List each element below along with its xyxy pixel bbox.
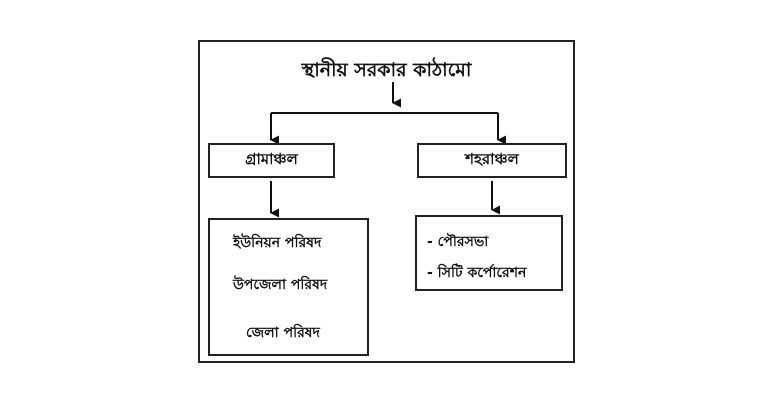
diagram-frame (198, 40, 575, 363)
diagram-title: স্থানীয় সরকার কাঠামো (301, 59, 472, 81)
municipality-label: - পৌরসভা (427, 234, 489, 250)
district-council-label: জেলা পরিষদ (246, 325, 320, 341)
union-council-label: ইউনিয়ন পরিষদ (233, 235, 322, 251)
rural-label: গ্রামাঞ্চল (245, 150, 298, 168)
rural-box: গ্রামাঞ্চল (208, 143, 335, 178)
city-corporation-label: - সিটি কর্পোরেশন (427, 265, 527, 281)
upazila-council-label: উপজেলা পরিষদ (233, 277, 328, 293)
urban-label: শহরাঞ্চল (465, 150, 519, 168)
urban-box: শহরাঞ্চল (417, 143, 567, 178)
rural-levels-box (208, 218, 369, 356)
urban-list-box (415, 215, 563, 291)
